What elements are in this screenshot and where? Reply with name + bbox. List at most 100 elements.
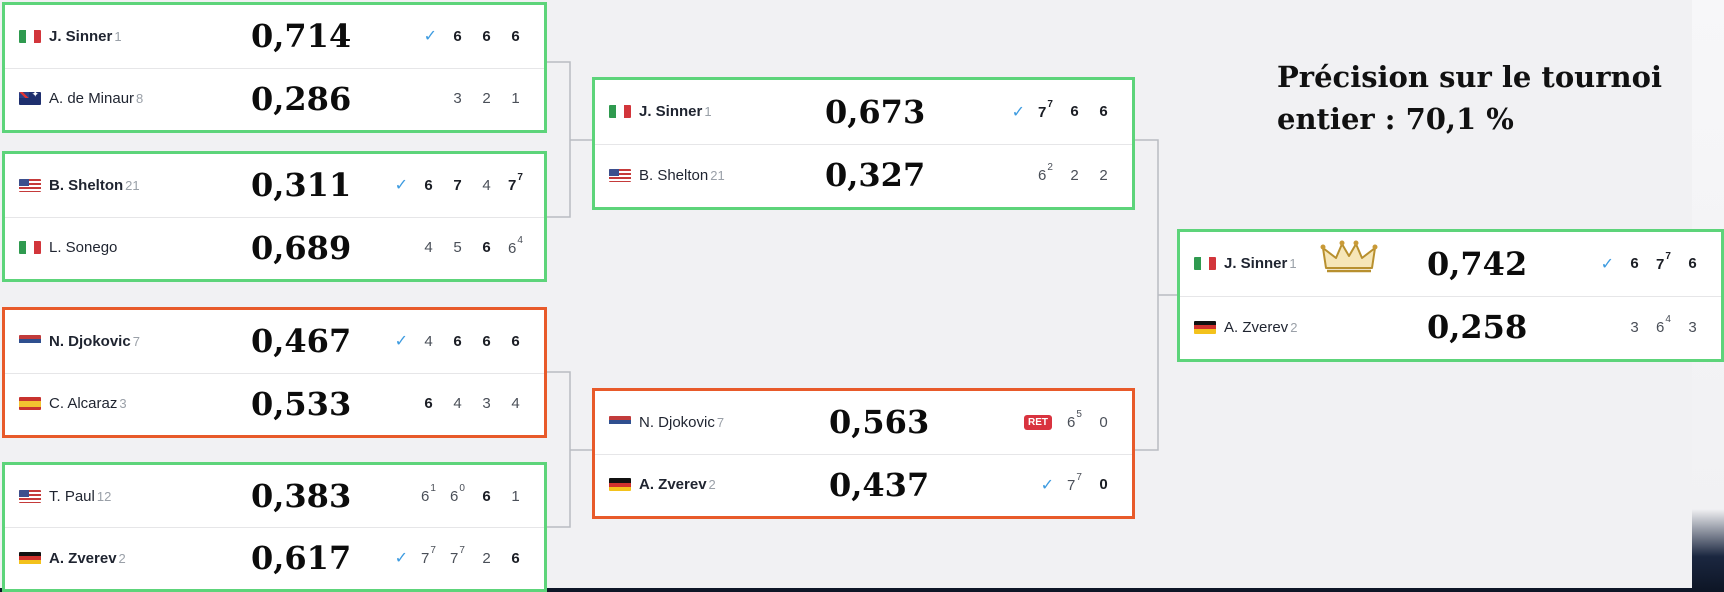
it-flag-icon bbox=[19, 241, 41, 255]
set-score-value: 6 bbox=[1067, 414, 1076, 432]
us-flag-icon bbox=[19, 178, 41, 192]
player-seed: 2 bbox=[708, 477, 716, 493]
player-name[interactable]: L. Sonego bbox=[49, 239, 117, 256]
player-seed: 12 bbox=[96, 488, 112, 504]
win-probability: 0,258 bbox=[1427, 308, 1528, 347]
set-score: 6 bbox=[1678, 255, 1707, 272]
win-probability: 0,673 bbox=[825, 92, 926, 131]
set-score-value: 1 bbox=[511, 487, 520, 505]
set-score: 5 bbox=[443, 239, 472, 256]
set-score-value: 6 bbox=[511, 549, 520, 567]
set-score: 3 bbox=[1678, 319, 1707, 336]
it-flag-icon bbox=[1194, 257, 1216, 271]
set-score: 6 bbox=[443, 333, 472, 350]
crown-icon bbox=[1320, 240, 1378, 273]
tiebreak-score: 2 bbox=[1047, 162, 1053, 174]
player-seed: 21 bbox=[125, 177, 140, 193]
win-probability: 0,327 bbox=[825, 156, 926, 195]
win-probability: 0,617 bbox=[251, 539, 352, 577]
player-name-text: N. Djokovic bbox=[639, 413, 715, 431]
set-score-value: 6 bbox=[482, 239, 491, 257]
set-score: 77 bbox=[414, 545, 443, 567]
check-icon: ✓ bbox=[394, 177, 408, 195]
set-score: 4 bbox=[414, 239, 443, 256]
player-name-text: A. Zverev bbox=[639, 476, 707, 494]
check-icon: ✓ bbox=[1040, 476, 1054, 494]
tiebreak-score: 7 bbox=[459, 545, 465, 556]
set-score: 1 bbox=[501, 90, 530, 107]
set-score-value: 6 bbox=[1070, 103, 1079, 121]
set-score-value: 7 bbox=[453, 176, 462, 194]
tiebreak-score: 5 bbox=[1076, 409, 1082, 421]
set-score: 64 bbox=[501, 235, 530, 257]
set-score: 6 bbox=[472, 333, 501, 350]
set-score: 77 bbox=[443, 545, 472, 567]
player-name-text: J. Sinner bbox=[1224, 255, 1288, 273]
set-score: 4 bbox=[501, 395, 530, 412]
win-probability: 0,563 bbox=[829, 403, 930, 442]
set-score: 0 bbox=[1089, 414, 1118, 431]
player-seed: 7 bbox=[716, 414, 725, 430]
set-score: 60 bbox=[443, 483, 472, 505]
set-score-value: 3 bbox=[482, 395, 491, 413]
set-score-value: 0 bbox=[1099, 476, 1108, 494]
check-icon: ✓ bbox=[1011, 103, 1025, 121]
set-score-value: 7 bbox=[1067, 476, 1076, 494]
set-score-value: 3 bbox=[453, 90, 462, 108]
set-score: 1 bbox=[501, 488, 530, 505]
tiebreak-score: 1 bbox=[430, 483, 436, 494]
set-score: 2 bbox=[1060, 167, 1089, 184]
set-score-value: 2 bbox=[482, 549, 491, 567]
player-seed: 1 bbox=[114, 28, 122, 44]
tiebreak-score: 7 bbox=[517, 172, 523, 184]
set-score-value: 6 bbox=[511, 27, 520, 45]
set-score-value: 6 bbox=[1688, 255, 1697, 273]
us-flag-icon bbox=[19, 489, 41, 503]
set-score: 6 bbox=[472, 28, 501, 45]
set-score-value: 6 bbox=[424, 176, 433, 194]
it-flag-icon bbox=[19, 29, 41, 43]
set-score-value: 3 bbox=[1688, 318, 1697, 336]
retired-badge: RET bbox=[1024, 414, 1052, 430]
de-flag-icon bbox=[19, 551, 41, 565]
win-probability: 0,742 bbox=[1427, 244, 1528, 283]
